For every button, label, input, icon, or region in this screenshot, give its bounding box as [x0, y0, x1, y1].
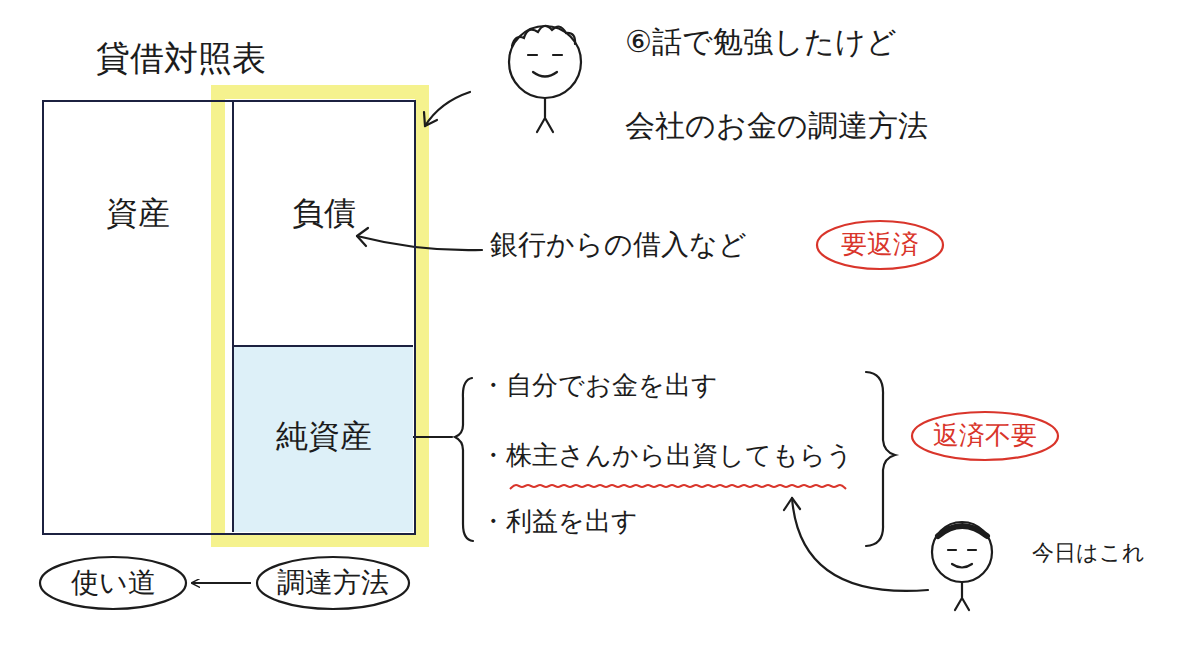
liabilities-cell: 負債	[232, 102, 413, 347]
note-ellipse: 返済不要	[910, 410, 1060, 462]
balance-sheet: 貸借対照表資産負債純資産	[42, 100, 416, 535]
ellipse-shape	[912, 412, 1058, 460]
box-label: 負債	[292, 194, 356, 232]
source-ellipse: 調達方法	[255, 555, 411, 611]
net-assets-cell: 純資産	[232, 347, 413, 532]
box-label: 使い道	[71, 566, 156, 600]
ellipse-shape	[257, 557, 409, 609]
note-ellipse: 要返済	[815, 219, 945, 271]
ellipse-shape	[40, 557, 186, 609]
person-top	[509, 26, 581, 132]
box-label: 資産	[106, 194, 170, 232]
box-label: 返済不要	[933, 420, 1037, 451]
usage-ellipse: 使い道	[38, 555, 188, 611]
box-label: 調達方法	[277, 566, 389, 600]
box-label: 純資産	[276, 417, 372, 455]
person-bottom	[784, 498, 992, 610]
note-text: 銀行からの借入など	[490, 228, 747, 262]
highlight	[218, 92, 422, 540]
box-label: 要返済	[841, 229, 919, 260]
sheet-heading: 貸借対照表	[96, 38, 266, 79]
ellipse-shape	[817, 221, 943, 269]
note-text: 会社のお金の調達方法	[625, 108, 928, 144]
note-text: 今日はこれ	[1032, 540, 1145, 566]
leader-arrow	[424, 92, 470, 126]
note-text: ・自分でお金を出す	[480, 370, 718, 401]
wavy-underline	[510, 485, 846, 489]
note-text: ・利益を出す	[480, 506, 638, 537]
assets-cell: 資産	[44, 102, 232, 532]
flow-arrow	[192, 582, 251, 584]
note-text: ・株主さんから出資してもらう	[480, 440, 853, 471]
leader-arrow	[357, 228, 482, 250]
note-text: ⑥話で勉強したけど	[625, 24, 897, 60]
